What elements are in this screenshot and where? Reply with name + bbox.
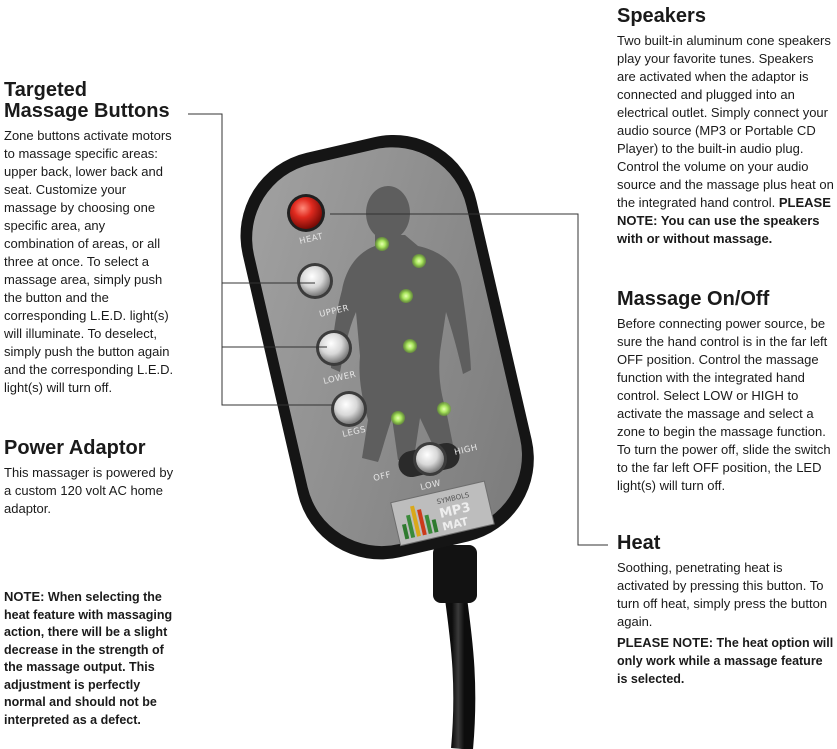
speakers-section: Speakers Two built-in aluminum cone spea… xyxy=(617,6,835,248)
massage-onoff-section: Massage On/Off Before connecting power s… xyxy=(617,289,835,495)
switch-low-label: LOW xyxy=(419,478,442,492)
led-light xyxy=(391,411,405,425)
logo-line-2: MP3 xyxy=(438,500,472,522)
mp3-mat-logo: SYMBOLS MP3 MAT xyxy=(390,480,495,547)
massage-onoff-title: Massage On/Off xyxy=(617,288,770,310)
led-light xyxy=(437,402,451,416)
power-adaptor-title: Power Adaptor xyxy=(4,437,146,459)
switch-off-label: OFF xyxy=(372,470,392,484)
led-light xyxy=(412,254,426,268)
note-section: NOTE: When selecting the heat feature wi… xyxy=(4,588,179,729)
note-label: NOTE: xyxy=(4,589,45,604)
heat-section: Heat Soothing, penetrating heat is activ… xyxy=(617,533,835,688)
callout-heat xyxy=(330,213,608,546)
led-light xyxy=(375,237,389,251)
upper-button[interactable] xyxy=(297,263,333,299)
cord-strain-relief xyxy=(433,545,477,603)
callout-targeted-buttons xyxy=(188,113,334,406)
callout-lines xyxy=(188,113,608,546)
legs-button[interactable] xyxy=(331,391,367,427)
lower-button[interactable] xyxy=(316,330,352,366)
power-adaptor-body: This massager is powered by a custom 120… xyxy=(4,465,174,516)
logo-line-3: MAT xyxy=(441,515,470,534)
led-light xyxy=(403,339,417,353)
heat-note-label: PLEASE NOTE: xyxy=(617,635,714,650)
heat-body: Soothing, penetrating heat is activated … xyxy=(617,560,828,629)
equalizer-icon xyxy=(401,505,439,540)
heat-button[interactable] xyxy=(287,194,325,232)
power-adaptor-section: Power Adaptor This massager is powered b… xyxy=(4,438,179,518)
note-text: NOTE: When selecting the heat feature wi… xyxy=(4,589,173,727)
zone-led-lights xyxy=(375,237,451,425)
speakers-note: PLEASE NOTE: You can use the speakers wi… xyxy=(617,195,831,246)
led-light xyxy=(399,289,413,303)
speakers-body: Two built-in aluminum cone speakers play… xyxy=(617,33,834,246)
heat-note: PLEASE NOTE: The heat option will only w… xyxy=(617,635,834,686)
heat-title: Heat xyxy=(617,532,661,554)
massage-onoff-body: Before connecting power source, be sure … xyxy=(617,316,831,493)
power-slide-switch[interactable] xyxy=(396,440,462,479)
speakers-title: Speakers xyxy=(617,5,706,27)
targeted-massage-body: Zone buttons activate motors to massage … xyxy=(4,128,174,395)
